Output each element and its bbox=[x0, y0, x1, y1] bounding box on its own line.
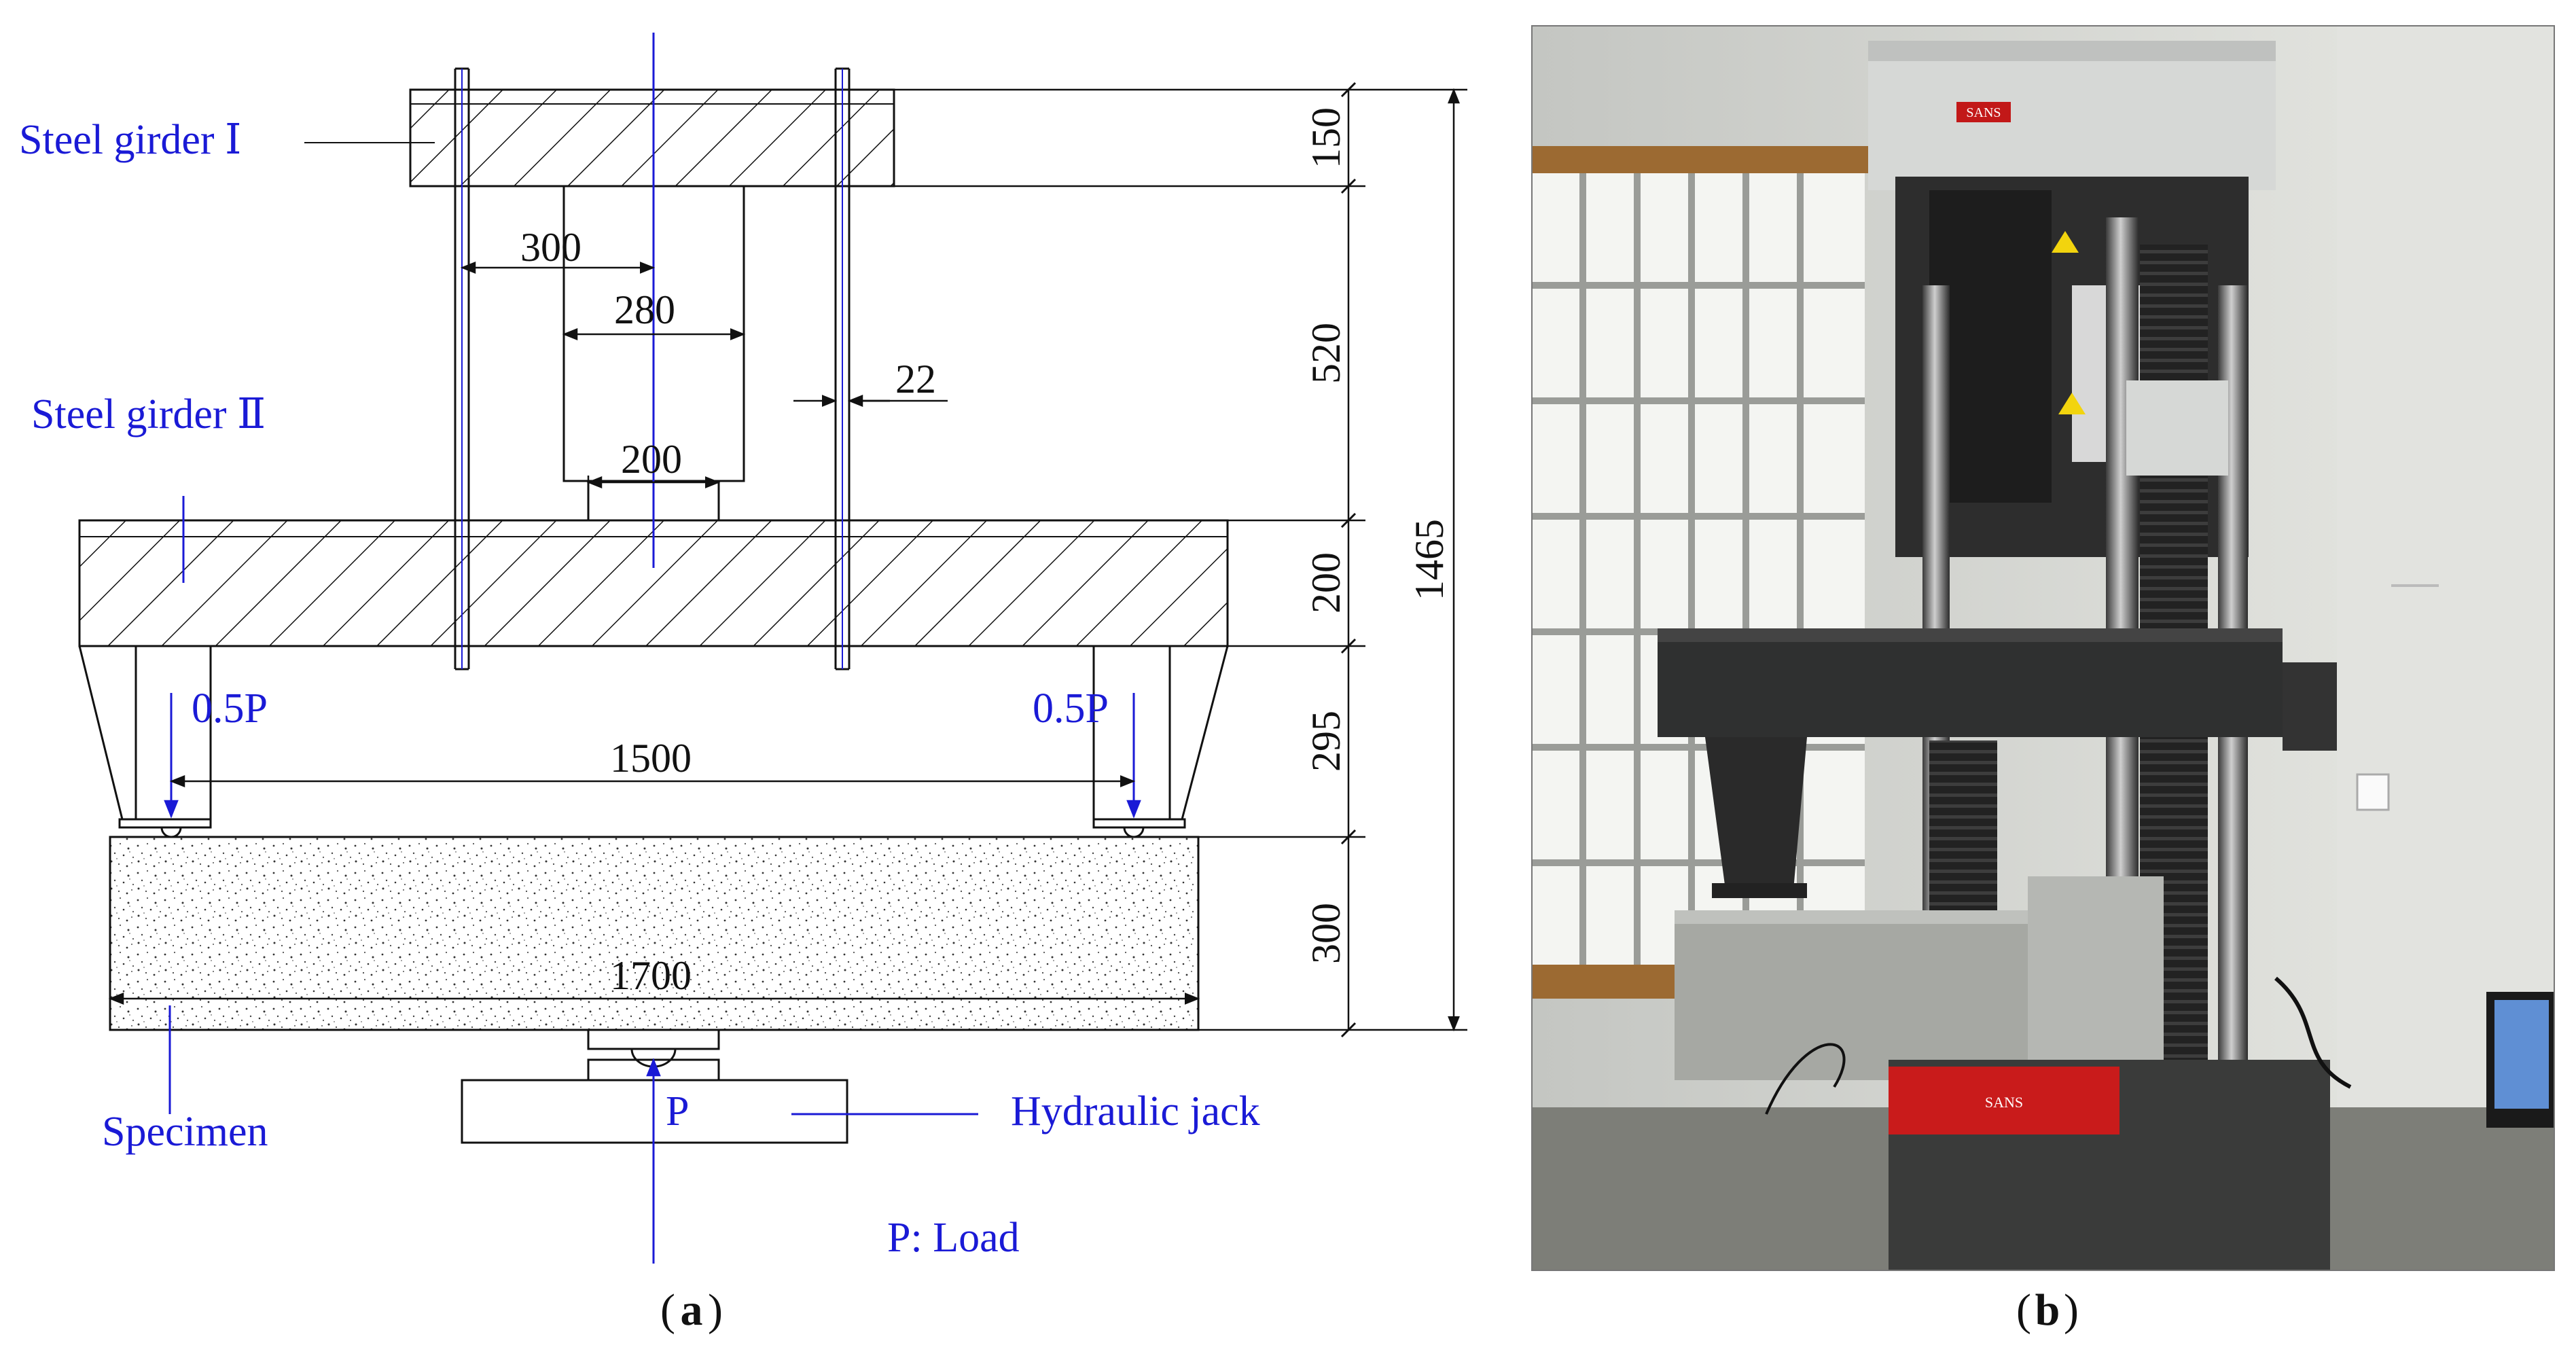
dim-300: 300 bbox=[520, 225, 582, 270]
photo-steel-beam bbox=[1658, 628, 2283, 737]
dim-v1465: 1465 bbox=[1407, 519, 1452, 601]
dim-v200: 200 bbox=[1304, 552, 1348, 613]
label-steel-girder-2: Steel girder Ⅱ bbox=[31, 391, 266, 437]
dim-22: 22 bbox=[895, 357, 936, 401]
dim-280: 280 bbox=[614, 287, 675, 332]
svg-text:a: a bbox=[681, 1285, 703, 1335]
roller-left bbox=[160, 827, 182, 838]
label-steel-girder-1: Steel girder Ⅰ bbox=[19, 117, 242, 163]
panel-a-schematic: Steel girder Ⅰ Steel girder Ⅱ Specimen H… bbox=[19, 33, 1467, 1335]
svg-text:): ) bbox=[2064, 1285, 2079, 1335]
support-leg-right bbox=[1092, 645, 1229, 829]
caption-a: ( a ) bbox=[660, 1285, 723, 1335]
svg-text:b: b bbox=[2035, 1285, 2060, 1335]
roller-right bbox=[1123, 827, 1145, 838]
vertical-dimensions bbox=[894, 82, 1467, 1038]
dim-1500: 1500 bbox=[610, 736, 692, 781]
label-load-left: 0.5P bbox=[192, 685, 268, 732]
tie-rod-left bbox=[454, 67, 470, 671]
label-legend: P: Load bbox=[887, 1215, 1020, 1261]
photo-window bbox=[1532, 156, 1865, 971]
caption-b: ( b ) bbox=[2016, 1285, 2079, 1335]
panel-b-photo: SANS SANS bbox=[1531, 25, 2555, 1335]
label-load-p: P bbox=[666, 1088, 689, 1134]
svg-text:(: ( bbox=[2016, 1285, 2031, 1335]
dim-v520: 520 bbox=[1304, 323, 1348, 384]
label-hydraulic-jack: Hydraulic jack bbox=[1011, 1088, 1260, 1134]
dim-v295: 295 bbox=[1304, 711, 1348, 772]
photo-brand-base: SANS bbox=[1985, 1094, 2023, 1111]
dimension-lines bbox=[108, 262, 1200, 1005]
specimen-beam bbox=[109, 836, 1200, 1031]
photo-brand-top: SANS bbox=[1966, 105, 2001, 120]
label-specimen: Specimen bbox=[102, 1109, 268, 1155]
dim-1700: 1700 bbox=[610, 953, 692, 998]
svg-text:): ) bbox=[708, 1285, 723, 1335]
dim-v150: 150 bbox=[1304, 107, 1348, 168]
dim-200: 200 bbox=[621, 437, 682, 482]
support-leg-left bbox=[78, 645, 212, 829]
svg-text:(: ( bbox=[660, 1285, 675, 1335]
dim-v300: 300 bbox=[1304, 903, 1348, 964]
jack-top-plate bbox=[587, 1029, 720, 1050]
photo-machine-top bbox=[1868, 41, 2276, 190]
photo-specimen bbox=[1675, 910, 2028, 1080]
label-load-right: 0.5P bbox=[1033, 685, 1109, 732]
steel-girder-1 bbox=[409, 88, 895, 187]
